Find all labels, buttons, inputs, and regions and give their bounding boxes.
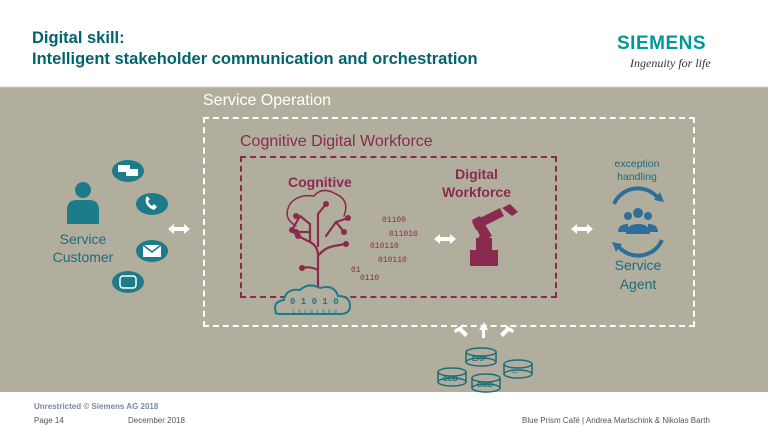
cloud-bits: 0 1 0 1 0 <box>290 297 339 307</box>
binary-text: 01 <box>351 266 361 275</box>
service-operation-box <box>203 117 695 327</box>
robot-arm-icon <box>470 204 518 266</box>
title-line-2: Intelligent stakeholder communication an… <box>32 50 478 68</box>
service-agent-line2: Agent <box>619 276 657 292</box>
exception-line2: handling <box>617 171 657 183</box>
brain-tree-icon <box>286 189 351 298</box>
database-cmd <box>471 373 501 393</box>
service-agent-label: Service Agent <box>608 256 668 294</box>
service-agent-icon <box>612 186 664 258</box>
double-arrow-icon <box>168 224 190 234</box>
database-icon <box>112 271 144 293</box>
mail-icon <box>136 240 168 262</box>
service-customer-line2: Customer <box>52 249 114 265</box>
footer-credit: Blue Prism Café | Andrea Martschink & Ni… <box>522 416 710 425</box>
service-operation-label: Service Operation <box>203 92 332 109</box>
digital-workforce-label: Digital Workforce <box>442 165 511 201</box>
title-line-1: Digital skill: <box>32 29 125 47</box>
cognitive-label: Cognitive <box>288 174 352 190</box>
scd-label: SCD <box>443 376 458 383</box>
cdw-label: Cognitive Digital Workforce <box>240 133 433 150</box>
siemens-logo: SIEMENS <box>617 33 707 54</box>
database-dots <box>503 359 533 379</box>
cloud-icon <box>274 284 352 315</box>
binary-text: 010110 <box>378 256 407 265</box>
database-erp <box>465 347 497 367</box>
content-band <box>0 87 768 392</box>
exception-handling-label: exception handling <box>608 158 666 184</box>
double-arrow-icon <box>434 234 456 244</box>
exception-line1: exception <box>614 158 660 170</box>
footer-page: Page 14 <box>34 416 64 425</box>
cdw-box <box>240 156 557 298</box>
service-agent-line1: Service <box>614 257 662 273</box>
database-scd <box>437 367 467 387</box>
slide-title: Digital skill: Intelligent stakeholder c… <box>32 28 478 70</box>
erp-label: ERP <box>472 356 487 363</box>
chat-icon <box>112 160 144 182</box>
footer-unrestricted: Unrestricted © Siemens AG 2018 <box>34 402 159 411</box>
digital-text: Digital <box>455 166 498 182</box>
service-customer-label: Service Customer <box>48 230 118 266</box>
cloud-bits-small: 1 0 1 0 1 0 0 0 <box>292 309 337 315</box>
dots-label: ... <box>512 368 518 375</box>
cmd-label: CMD <box>477 382 493 389</box>
customer-person-icon <box>67 182 99 224</box>
arrow-icon <box>454 322 514 338</box>
footer-date: December 2018 <box>128 416 185 425</box>
service-customer-line1: Service <box>59 231 107 247</box>
logo-tagline: Ingenuity for life <box>630 56 711 70</box>
binary-text: 01100 <box>382 216 407 225</box>
binary-text: 011010 <box>389 230 418 239</box>
phone-icon <box>136 193 168 215</box>
binary-text: 0110 <box>360 274 380 283</box>
binary-text: 010110 <box>370 242 399 251</box>
workforce-text: Workforce <box>442 184 511 200</box>
double-arrow-icon <box>571 224 593 234</box>
